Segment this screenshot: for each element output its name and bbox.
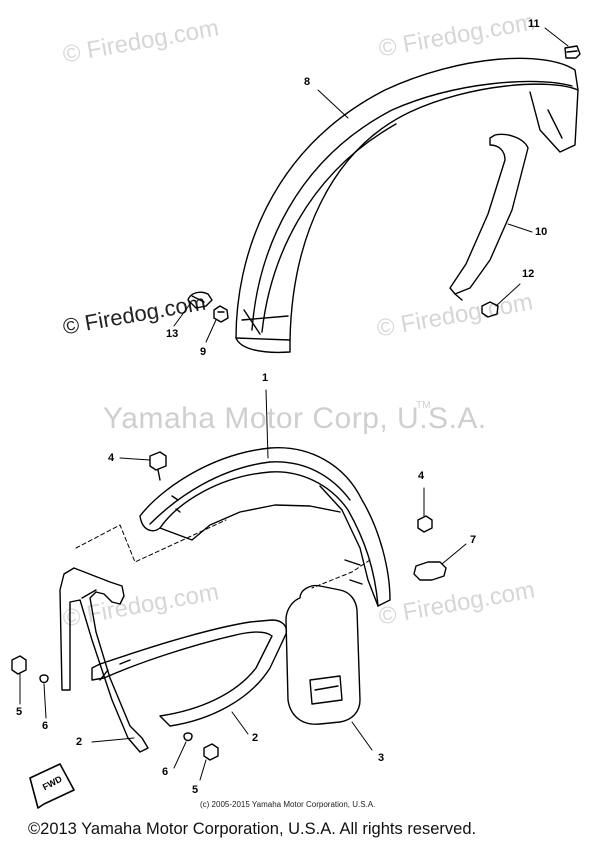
leader-1 <box>265 389 269 459</box>
construction-line <box>311 559 371 589</box>
fastener-12 <box>481 301 499 318</box>
copyright-small: (c) 2005-2015 Yamaha Motor Corporation, … <box>200 800 376 809</box>
fastener-9 <box>213 305 229 323</box>
callout-7: 7 <box>470 534 477 546</box>
callout-9: 9 <box>200 346 207 358</box>
callout-1: 1 <box>262 372 269 384</box>
callout-5-left: 5 <box>16 706 23 718</box>
callout-11: 11 <box>528 18 540 30</box>
callout-4-left: 4 <box>108 452 115 464</box>
fwd-arrow-icon <box>29 763 75 809</box>
watermark-brand: Yamaha Motor Corp, U.S.A. <box>103 402 487 435</box>
fastener-5-left <box>11 655 27 675</box>
leader-9 <box>205 319 217 343</box>
leader-5b <box>199 759 207 781</box>
front-fender-brace-left <box>59 567 149 753</box>
callout-3: 3 <box>378 752 385 764</box>
construction-line <box>75 519 227 563</box>
callout-6-left: 6 <box>42 720 49 732</box>
fastener-13 <box>187 291 213 309</box>
bolt-4-left <box>149 451 167 481</box>
bolt-4-right <box>417 515 433 533</box>
fastener-11 <box>564 45 581 59</box>
callout-13: 13 <box>166 328 179 340</box>
leader-11 <box>544 27 569 47</box>
leader-2b <box>231 711 249 735</box>
leader-12 <box>495 283 521 307</box>
rear-fender-stay <box>449 133 529 301</box>
callout-5-right: 5 <box>192 784 199 796</box>
part-7 <box>413 561 447 581</box>
callout-2-left: 2 <box>76 736 83 748</box>
copyright-footer: ©2013 Yamaha Motor Corporation, U.S.A. A… <box>28 820 477 838</box>
watermark-trademark: TM <box>416 400 431 411</box>
leader-10 <box>507 223 533 233</box>
leader-4a <box>119 457 151 461</box>
fastener-6-left <box>39 674 49 684</box>
fastener-6-right <box>183 732 193 742</box>
leader-13 <box>173 303 191 327</box>
callout-2-right: 2 <box>252 732 259 744</box>
front-fender <box>139 447 391 607</box>
leader-6b <box>173 741 187 769</box>
callout-6-right: 6 <box>162 766 169 778</box>
callout-4-right: 4 <box>418 470 425 482</box>
callout-12: 12 <box>522 268 535 280</box>
fastener-5-right <box>203 743 219 761</box>
rear-fender <box>235 57 579 354</box>
callout-8: 8 <box>304 76 311 88</box>
front-fender-brace-right <box>91 619 288 727</box>
callout-10: 10 <box>535 226 548 238</box>
leader-2a <box>91 737 135 743</box>
leader-3 <box>351 721 373 751</box>
number-plate <box>285 584 361 725</box>
leader-7 <box>441 543 467 565</box>
leader-8 <box>317 89 349 119</box>
leader-6a <box>43 683 47 719</box>
